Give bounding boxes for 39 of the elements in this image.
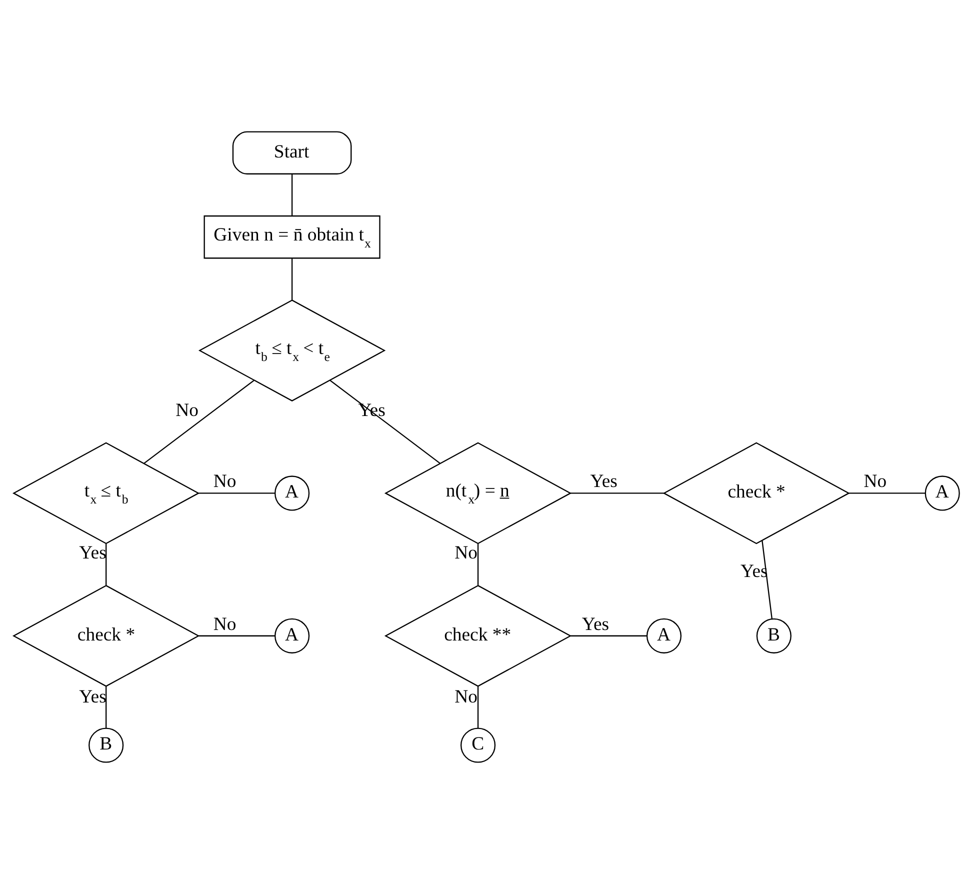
connector — [198, 635, 274, 636]
connector — [329, 380, 440, 464]
connector — [476, 544, 478, 586]
node-circle: A — [924, 476, 960, 511]
connector — [143, 380, 254, 464]
edge-label: No — [175, 400, 198, 421]
node-circle: A — [646, 618, 682, 654]
node-box: Start — [232, 131, 352, 174]
node-circle: B — [756, 618, 791, 654]
node-box: Given n = n̄ obtain t$_{x}$ — [203, 215, 380, 259]
edge-label: Yes — [78, 542, 106, 564]
edge-label: No — [454, 686, 477, 708]
edge-label: No — [212, 614, 236, 635]
node-circle: A — [274, 476, 310, 511]
node-circle: B — [88, 728, 124, 763]
edge-label: No — [454, 542, 477, 564]
node-diamond: check * — [12, 584, 200, 687]
edge-label: No — [863, 471, 886, 492]
edge-label: Yes — [581, 614, 609, 635]
node-circle: C — [460, 728, 496, 763]
connector — [290, 174, 292, 216]
node-diamond: n(t$_{x}$) = n̲ — [384, 442, 572, 544]
node-diamond: check ** — [384, 584, 572, 687]
edge-label: Yes — [590, 471, 617, 492]
node-diamond: t$_{x}$ ≤ t$_{b}$ — [12, 442, 200, 544]
connector — [105, 544, 106, 586]
connector — [570, 635, 646, 636]
connector — [290, 258, 292, 300]
node-diamond: check * — [662, 442, 850, 544]
connector — [198, 492, 274, 494]
edge-label: Yes — [78, 686, 106, 708]
connector — [476, 686, 478, 728]
connector — [105, 686, 106, 728]
node-circle: A — [274, 618, 310, 654]
connector — [570, 492, 664, 494]
node-diamond: t$_{b}$ ≤ t$_{x}$ < t$_{e}$ — [198, 300, 386, 402]
connector — [761, 540, 772, 619]
connector — [848, 492, 925, 494]
edge-label: No — [212, 471, 236, 492]
